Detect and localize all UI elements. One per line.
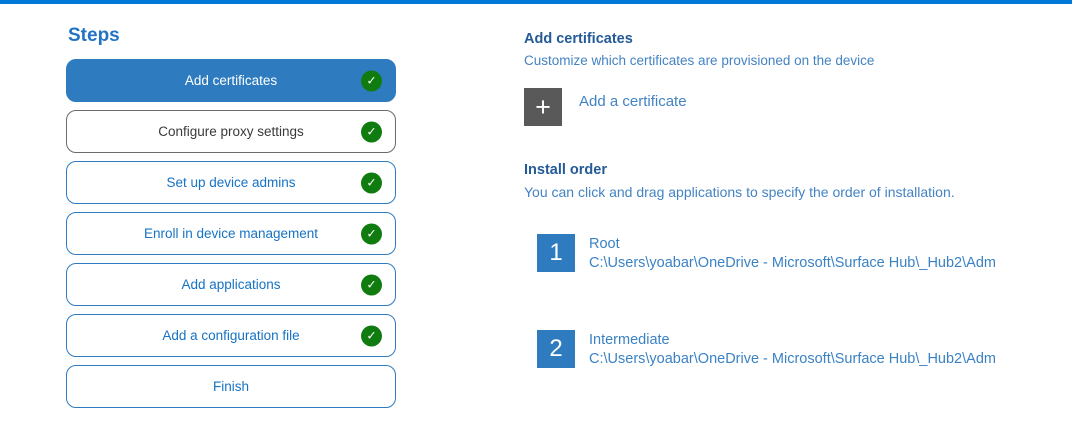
certificate-name: Intermediate [589,332,670,348]
certificate-path: C:\Users\yoabar\OneDrive - Microsoft\Sur… [589,351,996,367]
check-icon: ✓ [361,223,382,244]
step-configure-proxy-settings[interactable]: Configure proxy settings ✓ [66,110,396,153]
install-order-item-root[interactable]: 1 Root C:\Users\yoabar\OneDrive - Micros… [537,234,996,273]
add-certificate-label: Add a certificate [579,93,687,110]
install-order-title: Install order [524,162,607,178]
certificate-path: C:\Users\yoabar\OneDrive - Microsoft\Sur… [589,255,996,271]
step-add-certificates[interactable]: Add certificates ✓ [66,59,396,102]
install-order-hint: You can click and drag applications to s… [524,184,955,200]
step-set-up-device-admins[interactable]: Set up device admins ✓ [66,161,396,204]
install-order-item-intermediate[interactable]: 2 Intermediate C:\Users\yoabar\OneDrive … [537,330,996,369]
step-label: Add certificates [184,73,278,88]
check-icon: ✓ [361,274,382,295]
steps-panel-title: Steps [68,25,120,46]
check-icon: ✓ [361,70,382,91]
step-add-applications[interactable]: Add applications ✓ [66,263,396,306]
content-panel: Add certificates Customize which certifi… [524,24,1064,434]
plus-icon[interactable]: + [524,88,562,126]
step-label: Add applications [181,277,281,292]
order-number-badge: 2 [537,330,575,368]
order-number-badge: 1 [537,234,575,272]
steps-panel: Steps Add certificates ✓ Configure proxy… [66,26,396,416]
check-icon: ✓ [361,325,382,346]
step-add-a-configuration-file[interactable]: Add a configuration file ✓ [66,314,396,357]
page-subtitle: Customize which certificates are provisi… [524,53,875,68]
step-label: Configure proxy settings [158,124,304,139]
step-finish[interactable]: Finish ✓ [66,365,396,408]
certificate-name: Root [589,236,620,252]
step-label: Set up device admins [166,175,296,190]
step-enroll-in-device-management[interactable]: Enroll in device management ✓ [66,212,396,255]
step-label: Add a configuration file [162,328,300,343]
step-label: Enroll in device management [143,226,319,241]
add-certificate-button[interactable]: + Add a certificate [524,88,687,126]
check-icon: ✓ [361,172,382,193]
step-label: Finish [212,379,249,394]
check-icon: ✓ [361,121,382,142]
page-title: Add certificates [524,31,633,47]
accent-top-bar [0,0,1072,4]
